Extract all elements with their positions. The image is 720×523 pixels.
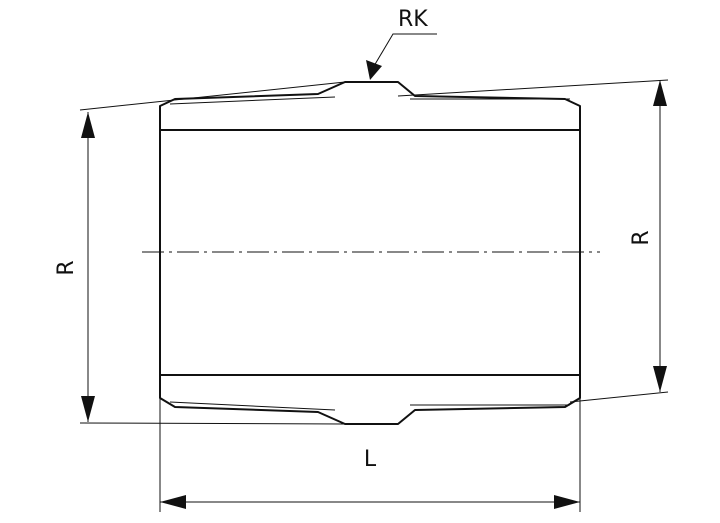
rk-leader-line xyxy=(373,33,437,67)
right-dimension-arrow-top xyxy=(653,80,667,106)
top-wall-section xyxy=(159,81,581,131)
rk-label: RK xyxy=(398,7,428,32)
left-taper-top xyxy=(169,96,336,105)
right-extension-bottom xyxy=(569,391,669,403)
rk-leader-arrow xyxy=(366,60,382,80)
left-dimension-label: R xyxy=(54,260,79,275)
right-dimension-label: R xyxy=(629,230,654,245)
right-dimension-arrow-bottom xyxy=(653,366,667,392)
left-dimension-arrow-top xyxy=(81,112,95,138)
bottom-dimension-label: L xyxy=(364,447,377,472)
bottom-wall-section xyxy=(159,374,581,425)
bottom-dimension-arrow-left xyxy=(160,495,186,509)
left-dimension-arrow-bottom xyxy=(81,396,95,422)
left-extension-top xyxy=(79,81,346,111)
bottom-dimension-arrow-right xyxy=(554,495,580,509)
left-extension-bottom xyxy=(79,422,346,425)
left-taper-bottom xyxy=(169,401,336,411)
right-extension-top xyxy=(397,79,669,97)
